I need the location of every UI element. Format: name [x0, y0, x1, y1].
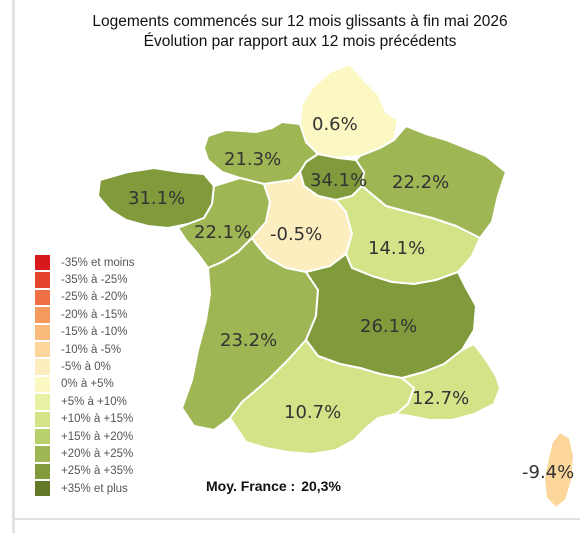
legend-label: -25% à -20% — [61, 291, 128, 304]
legend-label: +35% et plus — [61, 482, 128, 495]
legend-item: -35% à -25% — [34, 271, 135, 289]
label-provence-alpes-cote-dazur: 12.7% — [412, 388, 469, 409]
legend-swatch — [34, 480, 51, 498]
label-grand-est: 22.2% — [392, 172, 449, 193]
legend-item: 0% à +5% — [34, 375, 135, 394]
legend-item: -10% à -5% — [34, 340, 135, 359]
label-bourgogne-franche-comte: 14.1% — [368, 238, 425, 259]
legend-swatch — [34, 427, 51, 446]
legend-swatch — [34, 323, 51, 341]
legend-item: +15% à +20% — [34, 427, 135, 446]
legend-label: +5% à +10% — [61, 395, 127, 408]
legend-item: -5% à 0% — [34, 358, 135, 376]
legend-swatch — [34, 358, 51, 376]
legend-swatch — [34, 288, 51, 307]
legend-label: +10% à +15% — [61, 413, 134, 426]
legend-swatch — [34, 445, 51, 463]
region-corse[interactable] — [543, 431, 575, 509]
legend-label: 0% à +5% — [61, 378, 114, 391]
legend-label: +25% à +35% — [61, 465, 134, 478]
legend-label: -20% à -15% — [61, 308, 128, 321]
region-provence-alpes-cote-dazur[interactable] — [395, 343, 501, 421]
legend-swatch — [34, 306, 51, 324]
legend-swatch — [34, 410, 51, 428]
title-line-1: Logements commencés sur 12 mois glissant… — [92, 13, 508, 30]
label-corse: -9.4% — [522, 462, 574, 483]
legend-item: +20% à +25% — [34, 445, 135, 463]
legend-swatch — [34, 375, 51, 394]
average-label: Moy. France : — [206, 478, 296, 494]
legend: -35% et moins -35% à -25% -25% à -20% -2… — [34, 254, 135, 498]
france-average: Moy. France : 20,3% — [206, 478, 341, 494]
legend-label: -35% et moins — [61, 256, 135, 269]
title-line-2: Évolution par rapport aux 12 mois précéd… — [143, 33, 457, 50]
legend-item: -15% à -10% — [34, 323, 135, 341]
label-normandie: 21.3% — [224, 149, 281, 170]
legend-item: -35% et moins — [34, 254, 135, 272]
legend-item: +35% et plus — [34, 480, 135, 498]
label-centre-val-de-loire: -0.5% — [270, 224, 322, 245]
label-occitanie: 10.7% — [284, 402, 341, 423]
legend-swatch — [34, 393, 51, 411]
legend-label: -15% à -10% — [61, 326, 128, 339]
region-occitanie[interactable] — [229, 339, 415, 455]
legend-swatch — [34, 271, 51, 289]
label-hauts-de-france: 0.6% — [312, 114, 358, 135]
legend-label: -10% à -5% — [61, 343, 122, 356]
map-title: Logements commencés sur 12 mois glissant… — [40, 12, 560, 52]
frame-line-bottom — [12, 518, 580, 520]
average-value: 20,3% — [301, 478, 341, 494]
legend-swatch — [34, 462, 51, 481]
label-bretagne: 31.1% — [128, 188, 185, 209]
region-grand-est[interactable] — [355, 125, 507, 239]
legend-item: -20% à -15% — [34, 306, 135, 324]
legend-label: +20% à +25% — [61, 447, 134, 460]
legend-swatch — [34, 254, 51, 272]
legend-item: +5% à +10% — [34, 393, 135, 411]
frame-line-left — [12, 0, 15, 533]
legend-item: +25% à +35% — [34, 462, 135, 481]
legend-swatch — [34, 340, 51, 359]
region-hauts-de-france[interactable] — [299, 63, 399, 159]
label-pays-de-la-loire: 22.1% — [194, 222, 251, 243]
label-auvergne-rhone-alpes: 26.1% — [360, 316, 417, 337]
legend-item: +10% à +15% — [34, 410, 135, 428]
label-ile-de-france: 34.1% — [310, 170, 367, 191]
label-nouvelle-aquitaine: 23.2% — [220, 330, 277, 351]
legend-label: -5% à 0% — [61, 361, 111, 374]
legend-label: +15% à +20% — [61, 430, 134, 443]
legend-label: -35% à -25% — [61, 274, 128, 287]
legend-item: -25% à -20% — [34, 288, 135, 307]
